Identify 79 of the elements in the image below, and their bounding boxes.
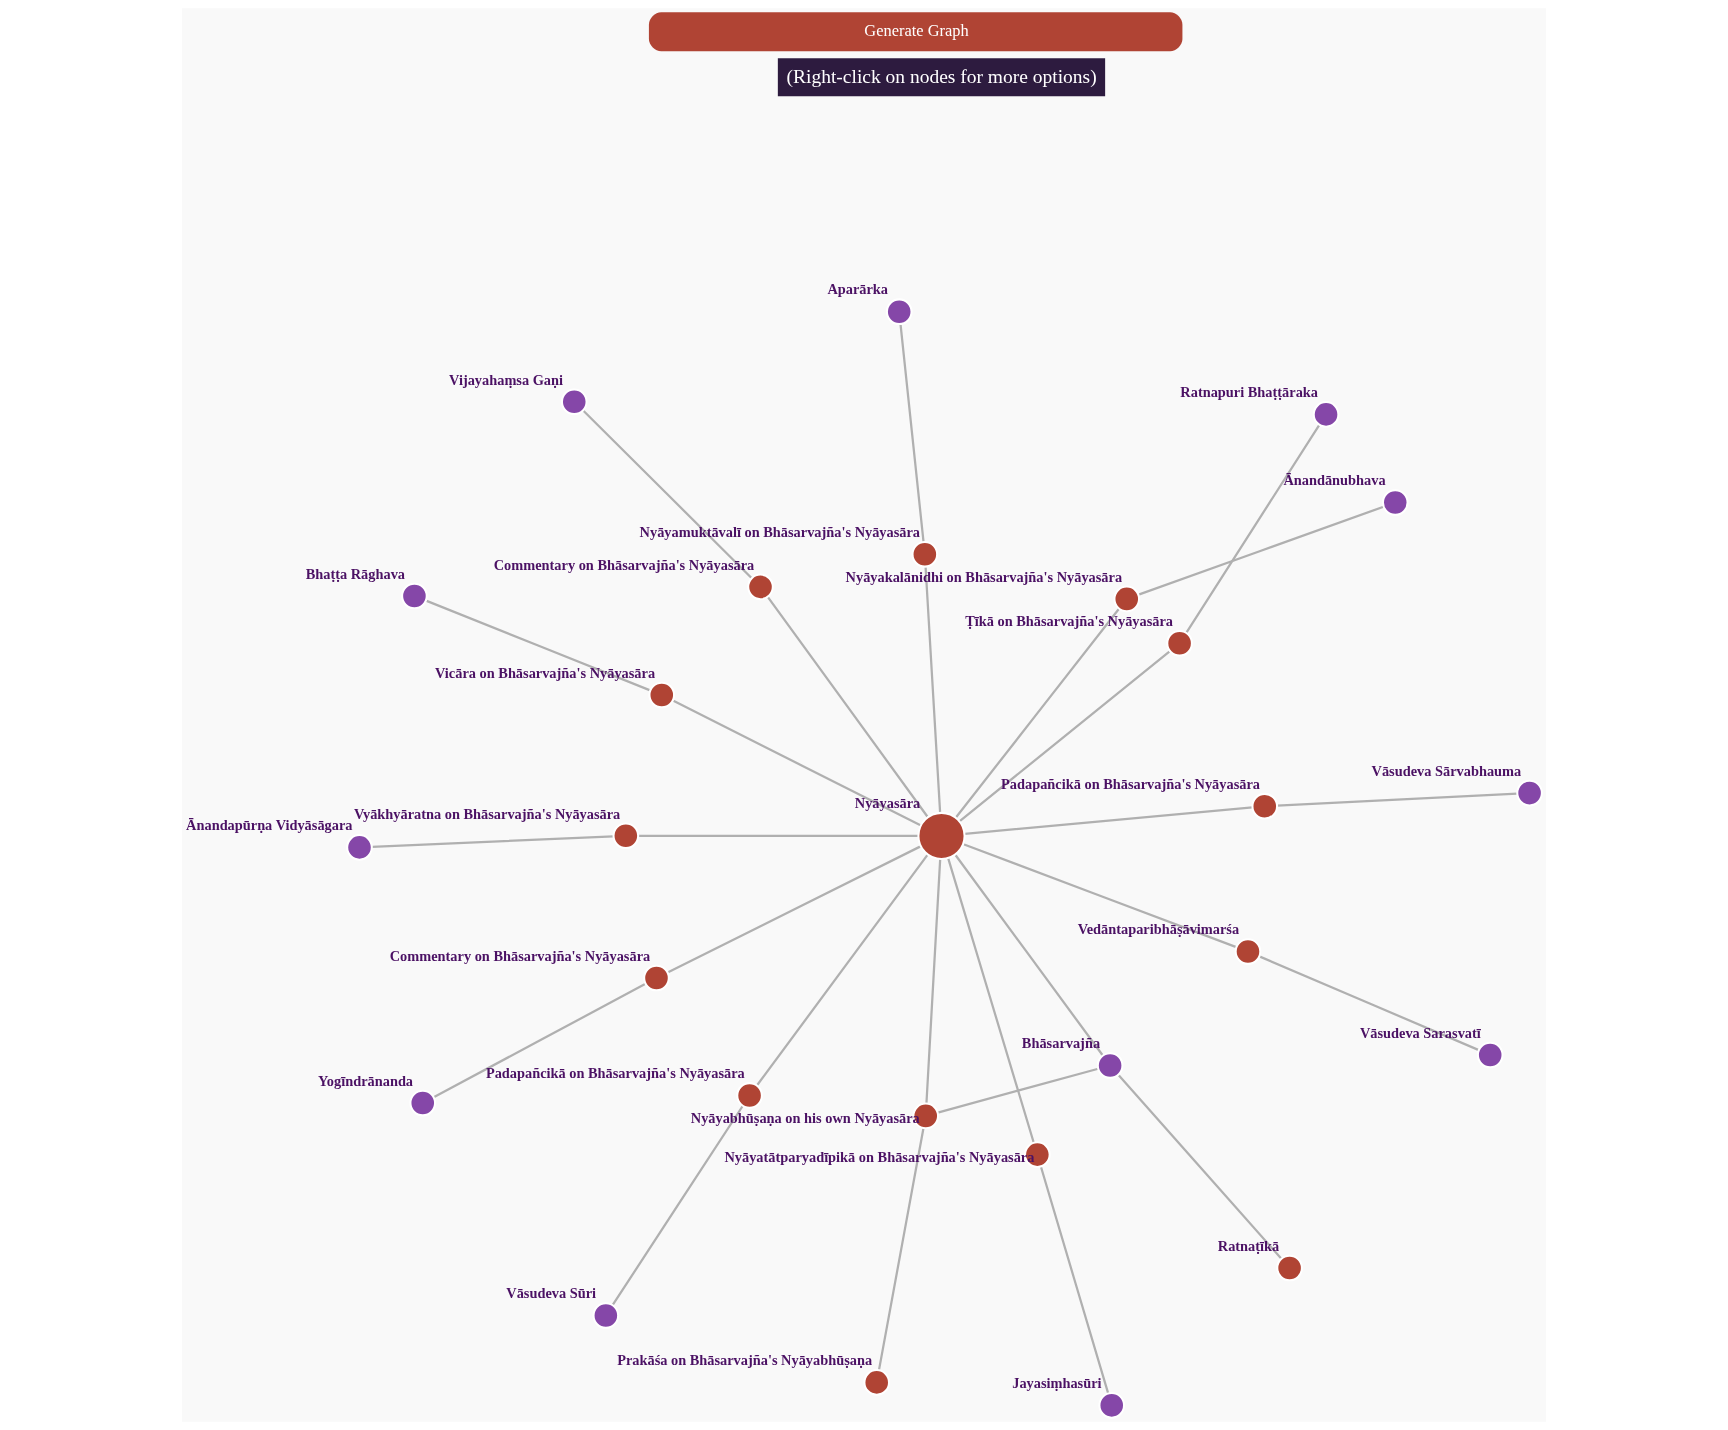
node-label: Nyāyasāra (854, 794, 921, 811)
node-circle (1381, 489, 1409, 516)
node-label: Vicāra on Bhāsarvajña's Nyāyasāra (435, 664, 656, 681)
connector (1117, 1073, 1283, 1260)
node-label: Nyāyamuktāvalī on Bhāsarvajña's Nyāyasāra (639, 524, 921, 541)
connector (433, 982, 647, 1099)
node-label: Ratnapuri Bhaṭṭāraka (1180, 384, 1319, 401)
node-label: Vedāntaparibhāṣāvimarśa (1077, 921, 1240, 938)
connector (1277, 792, 1518, 807)
connector (667, 845, 922, 974)
connector (964, 806, 1253, 835)
node-label: Commentary on Bhāsarvajña's Nyāyasāra (389, 947, 651, 964)
connector (954, 854, 1104, 1057)
node-label: Aparārka (827, 281, 889, 298)
node-circle (1113, 585, 1141, 613)
node-circle (401, 582, 428, 610)
connector (638, 834, 919, 838)
node-label: Bhāsarvajña (1021, 1035, 1101, 1052)
node-label: Ratnaṭīkā (1217, 1237, 1280, 1254)
node-label: Padapañcikā on Bhāsarvajña's Nyāyasāra (1001, 775, 1260, 792)
node-circle (1234, 938, 1262, 965)
connector (1185, 424, 1321, 634)
connector (371, 835, 614, 848)
connector (425, 599, 651, 692)
connector (924, 566, 942, 813)
node-circle (592, 1302, 620, 1329)
node-circle (1098, 1392, 1126, 1419)
connector (582, 409, 753, 579)
node-circle (1251, 792, 1279, 820)
node-label: Ānandapūrṇa Vidyāsāgara (186, 817, 353, 834)
node-circle (346, 834, 373, 861)
node-circle (1096, 1052, 1124, 1079)
connector (899, 323, 925, 543)
connector (963, 843, 1237, 949)
node-circle (560, 388, 588, 416)
connector (937, 1067, 1099, 1114)
connector (756, 853, 929, 1087)
node-circle (911, 541, 939, 568)
connector (767, 596, 929, 818)
connector (954, 608, 1120, 819)
node-circle (1276, 1254, 1303, 1282)
node-circle (1166, 629, 1193, 657)
node-circle (863, 1369, 891, 1396)
node-label: Vāsudeva Sarasvatī (1359, 1024, 1481, 1041)
node-label: Vijayahaṃsa Gaṇi (449, 371, 564, 388)
node-label: Bhaṭṭa Rāghava (305, 565, 406, 582)
node-label: Ṭīkā on Bhāsarvajña's Nyāyasāra (965, 613, 1174, 630)
node-circle (747, 573, 774, 601)
label: Generate Graph (864, 20, 969, 40)
node-label: Commentary on Bhāsarvajña's Nyāyasāra (493, 556, 755, 573)
node-circle (1516, 779, 1543, 807)
node-label: Jayasiṃhasūri (1012, 1375, 1102, 1392)
node-circle (612, 822, 640, 850)
node-circle (736, 1082, 763, 1109)
connector (611, 1105, 744, 1306)
node-circle (1312, 401, 1340, 428)
node-label: Nyāyakalānidhi on Bhāsarvajña's Nyāyasāra (845, 568, 1123, 585)
node-circle (885, 298, 913, 326)
node-label: Padapañcikā on Bhāsarvajña's Nyāyasāra (485, 1065, 745, 1082)
node-label: Vāsudeva Sārvabhauma (1371, 762, 1522, 779)
connector (959, 650, 1171, 822)
node-label: Yogīndrānanda (318, 1072, 414, 1089)
connector (947, 858, 1035, 1144)
connector (1258, 955, 1480, 1052)
label: (Right-click on nodes for more options) (786, 65, 1097, 87)
node-label: Vyākhyāratna on Bhāsarvajña's Nyāyasāra (353, 805, 621, 822)
node-label: Vāsudeva Sūri (506, 1285, 597, 1302)
connector (877, 1127, 925, 1371)
connector (1138, 505, 1384, 596)
connector (672, 699, 921, 827)
node-label: Prakāśa on Bhāsarvajña's Nyāyabhūṣaṇa (617, 1352, 873, 1369)
node-circle (917, 811, 966, 861)
connector (925, 859, 942, 1104)
connector (1039, 1166, 1110, 1394)
node-label: Ānandānubhava (1283, 472, 1386, 489)
node-circle (1476, 1041, 1504, 1069)
node-circle (409, 1089, 437, 1117)
node-circle (643, 964, 670, 992)
node-circle (648, 681, 676, 709)
